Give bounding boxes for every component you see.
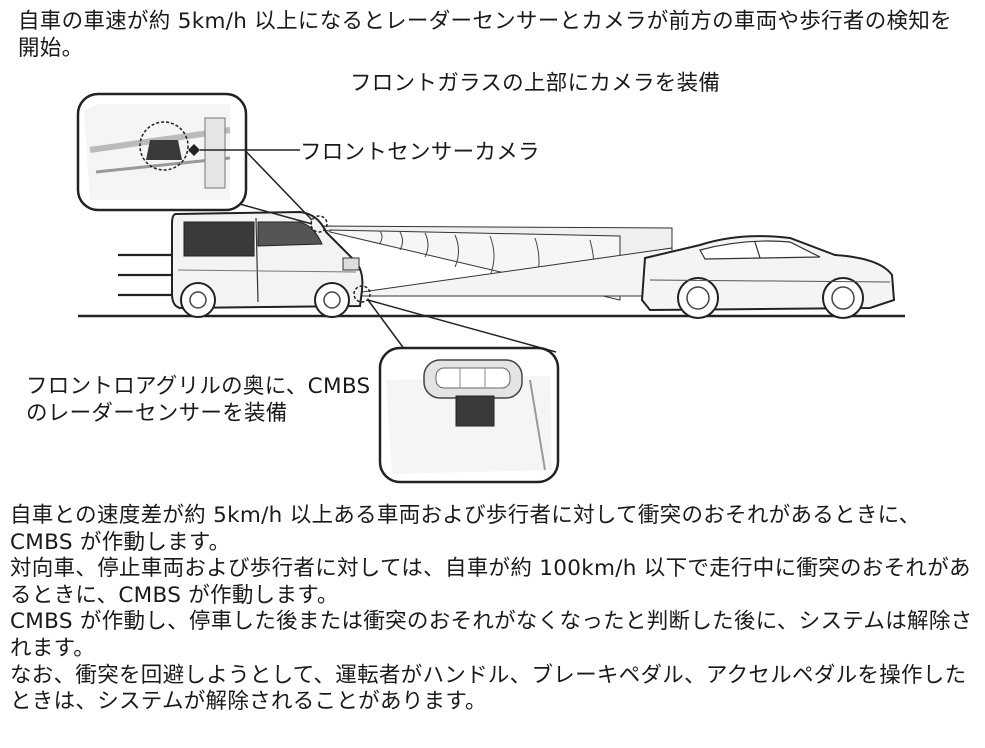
- paragraph: なお、衝突を回避しようとして、運転者がハンドル、ブレーキペダル、アクセルペダルを…: [10, 662, 967, 715]
- radar-detail-inset: [367, 299, 560, 484]
- windshield-camera-label: フロントガラスの上部にカメラを装備: [350, 71, 721, 96]
- radar-location-marker: [353, 285, 371, 303]
- speed-lines: [118, 253, 172, 297]
- radar-sensor-label: フロントロアグリルの奥に、CMBS のレーダーセンサーを装備: [26, 374, 371, 426]
- front-sensor-camera-label: フロントセンサーカメラ: [300, 140, 540, 165]
- paragraph: 対向車、停止車両および歩行者に対しては、自車が約 100km/h 以下で走行中に…: [10, 556, 971, 608]
- own-vehicle-van: [171, 210, 364, 318]
- camera-detail-inset: [76, 92, 313, 225]
- cmbs-diagram: [76, 92, 905, 484]
- intro-text: 自車の車速が約 5km/h 以上になるとレーダーセンサーとカメラが前方の車両や歩…: [18, 9, 952, 61]
- target-vehicle-sedan: [640, 235, 896, 319]
- paragraph: 自車との速度差が約 5km/h 以上ある車両および歩行者に対して衝突のおそれがあ…: [10, 503, 921, 555]
- camera-location-marker: [310, 215, 328, 233]
- paragraph: CMBS が作動し、停車した後または衝突のおそれがなくなったと判断した後に、シス…: [10, 609, 973, 661]
- description-body: 自車との速度差が約 5km/h 以上ある車両および歩行者に対して衝突のおそれがあ…: [10, 503, 980, 716]
